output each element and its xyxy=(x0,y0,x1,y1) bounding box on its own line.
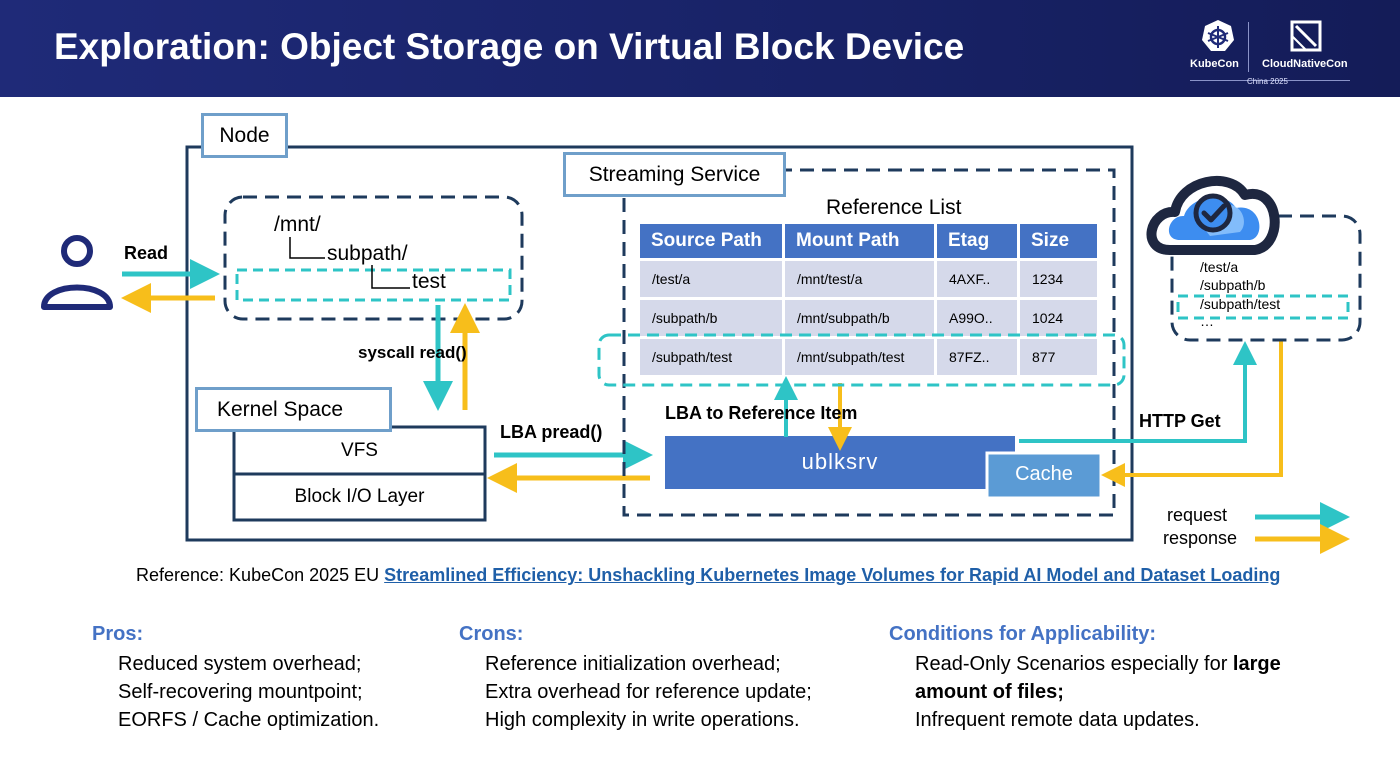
remote-file-item: /subpath/test xyxy=(1200,296,1281,312)
list-item: Self-recovering mountpoint; xyxy=(118,681,363,703)
mount-dir-box xyxy=(223,195,524,321)
table-header-source-path: Source Path xyxy=(640,224,782,258)
table-row: /subpath/test /mnt/subpath/test 87FZ.. 8… xyxy=(640,339,1097,375)
table-row: /test/a /mnt/test/a 4AXF.. 1234 xyxy=(640,261,1097,297)
condition-bold: large xyxy=(1232,653,1281,675)
blockio-box xyxy=(232,472,487,522)
ublksrv-label: ublksrv xyxy=(801,449,879,474)
lba-to-reference-label: LBA to Reference Item xyxy=(665,403,858,423)
cloud-storage-icon xyxy=(1146,175,1280,255)
reference-prefix: Reference: KubeCon 2025 EU xyxy=(136,565,385,585)
remote-file-item: /subpath/b xyxy=(1200,277,1266,293)
cons-title: Crons: xyxy=(459,623,524,645)
legend-request-label: request xyxy=(1167,505,1228,525)
table-cell: /test/a xyxy=(640,261,782,297)
page-title: Exploration: Object Storage on Virtual B… xyxy=(54,26,965,67)
table-cell: /subpath/b xyxy=(640,300,782,336)
reference-list-table: Source Path Mount Path Etag Size /test/a… xyxy=(637,221,1100,378)
table-row: /subpath/b /mnt/subpath/b A99O.. 1024 xyxy=(640,300,1097,336)
vfs-label: VFS xyxy=(341,440,378,461)
blockio-label: Block I/O Layer xyxy=(294,486,425,507)
condition-text: Read-Only Scenarios especially for xyxy=(915,653,1233,675)
pros-list: Reduced system overhead; Self-recovering… xyxy=(118,650,379,734)
streaming-service-box xyxy=(622,168,1116,517)
cache-label: Cache xyxy=(1015,463,1073,485)
table-cell: 1024 xyxy=(1020,300,1097,336)
table-cell: 1234 xyxy=(1020,261,1097,297)
list-item: amount of files; xyxy=(915,678,1281,706)
logo-edition: China 2025 xyxy=(1247,77,1288,86)
logo-divider xyxy=(1248,22,1249,72)
node-box xyxy=(185,145,1134,542)
streaming-service-label: Streaming Service xyxy=(563,152,786,197)
reference-list-title: Reference List xyxy=(826,196,962,219)
user-icon xyxy=(41,235,113,310)
legend-response-label: response xyxy=(1163,528,1238,548)
logo-kubecon: KubeCon xyxy=(1190,58,1239,70)
table-cell: 877 xyxy=(1020,339,1097,375)
http-response-arrow xyxy=(1101,340,1283,487)
reference-line: Reference: KubeCon 2025 EU Streamlined E… xyxy=(136,565,1280,586)
header-bar xyxy=(0,0,1400,97)
table-cell: /mnt/test/a xyxy=(785,261,934,297)
kubernetes-logo-icon xyxy=(1202,20,1234,51)
pros-title: Pros: xyxy=(92,623,144,645)
read-label: Read xyxy=(124,243,169,263)
remote-file-item: … xyxy=(1200,313,1214,329)
list-item: EORFS / Cache optimization. xyxy=(118,709,380,731)
reference-row-highlight xyxy=(597,333,1126,387)
table-cell: 4AXF.. xyxy=(937,261,1017,297)
table-header-mount-path: Mount Path xyxy=(785,224,934,258)
table-cell: /mnt/subpath/b xyxy=(785,300,934,336)
list-item: Reduced system overhead; xyxy=(118,653,362,675)
http-request-arrow xyxy=(1019,341,1257,443)
cache-box xyxy=(985,451,1103,500)
list-item: Infrequent remote data updates. xyxy=(915,709,1200,731)
lba-pread-label: LBA pread() xyxy=(500,422,603,442)
table-header-row: Source Path Mount Path Etag Size xyxy=(640,224,1097,258)
path-mnt: /mnt/ xyxy=(274,213,321,236)
condition-bold: amount of files; xyxy=(915,681,1064,703)
vfs-box xyxy=(232,425,487,476)
table-cell: A99O.. xyxy=(937,300,1017,336)
cloudnative-logo-icon xyxy=(1290,20,1322,52)
logo-cloudnativecon: CloudNativeCon xyxy=(1262,58,1348,70)
list-item: Read-Only Scenarios especially for large xyxy=(915,650,1281,678)
remote-test-highlight xyxy=(1176,294,1350,320)
cons-list: Reference initialization overhead; Extra… xyxy=(485,650,812,734)
path-subpath: subpath/ xyxy=(327,242,408,265)
logo-rule xyxy=(1190,80,1350,81)
conditions-title: Conditions for Applicability: xyxy=(889,623,1157,645)
reference-link[interactable]: Streamlined Efficiency: Unshackling Kube… xyxy=(384,565,1281,585)
list-item: High complexity in write operations. xyxy=(485,709,800,731)
path-test: test xyxy=(412,270,446,293)
table-header-size: Size xyxy=(1020,224,1097,258)
test-highlight-box xyxy=(235,268,512,302)
table-cell: /subpath/test xyxy=(640,339,782,375)
syscall-label: syscall read() xyxy=(358,343,467,362)
table-header-etag: Etag xyxy=(937,224,1017,258)
table-cell: /mnt/subpath/test xyxy=(785,339,934,375)
conditions-list: Read-Only Scenarios especially for large… xyxy=(915,650,1281,734)
tree-connector-subpath xyxy=(289,237,325,259)
list-item: Extra overhead for reference update; xyxy=(485,681,812,703)
node-label: Node xyxy=(201,113,288,158)
http-get-label: HTTP Get xyxy=(1139,411,1221,431)
table-cell: 87FZ.. xyxy=(937,339,1017,375)
remote-file-item: /test/a xyxy=(1200,259,1239,275)
kernel-space-label: Kernel Space xyxy=(195,387,392,432)
list-item: Reference initialization overhead; xyxy=(485,653,781,675)
tree-connector-test xyxy=(371,265,410,289)
